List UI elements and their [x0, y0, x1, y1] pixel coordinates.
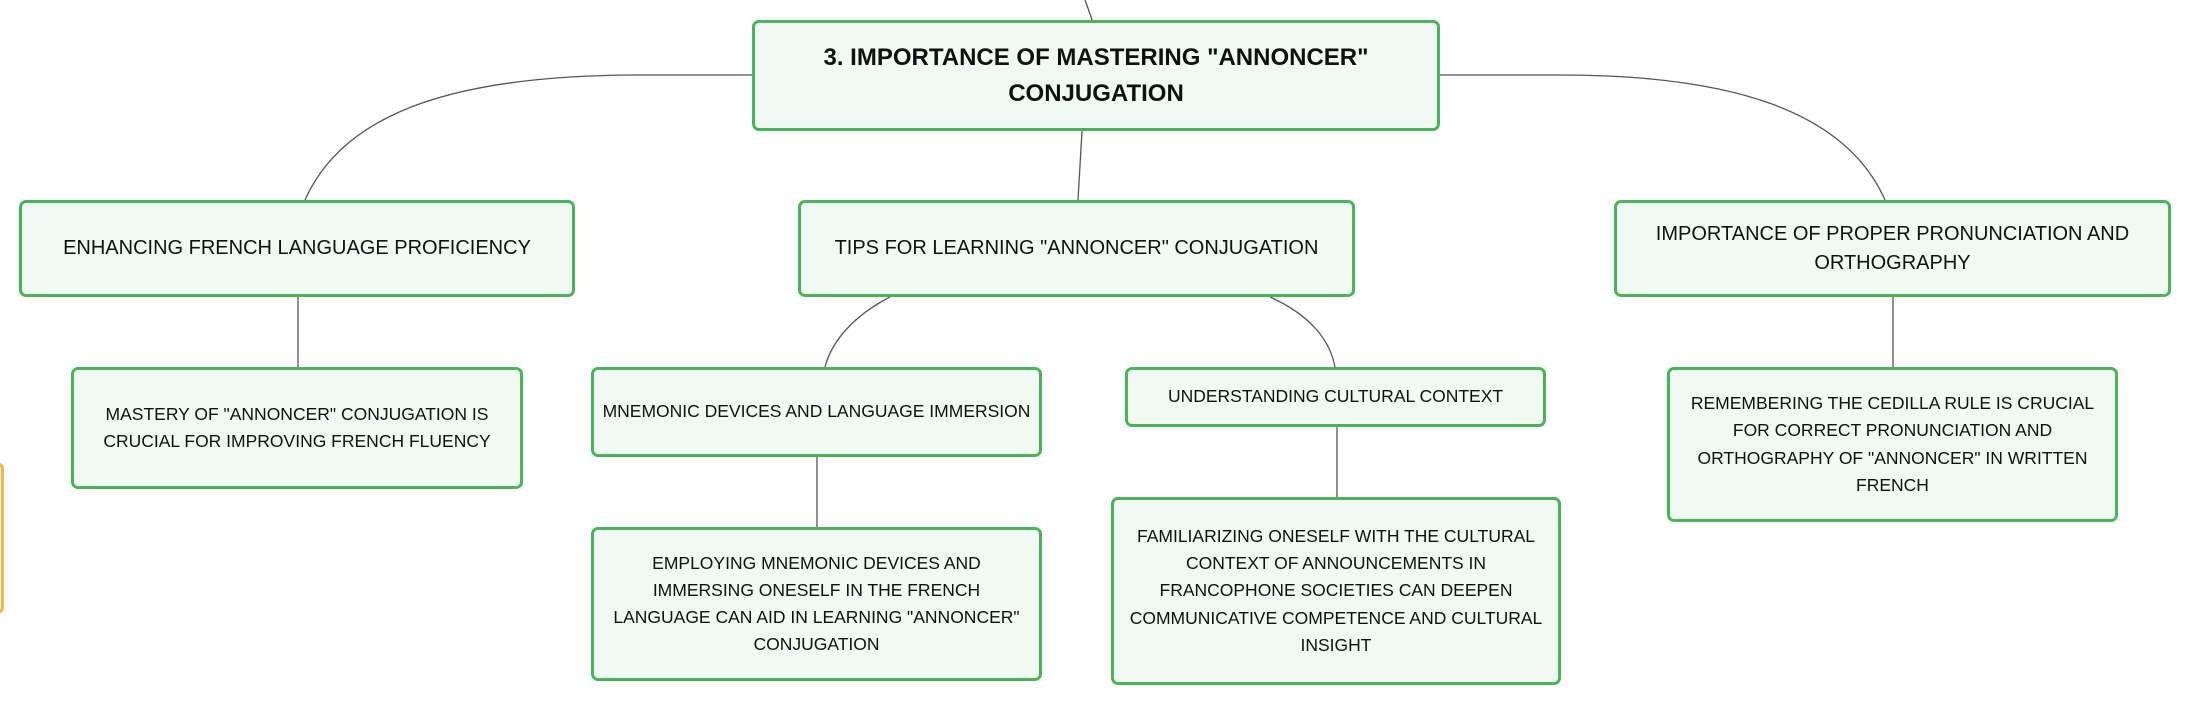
leaf-node-cedilla-rule[interactable]: REMEMBERING THE CEDILLA RULE IS CRUCIAL … — [1667, 367, 2118, 522]
leaf-label: EMPLOYING MNEMONIC DEVICES AND IMMERSING… — [613, 552, 1020, 655]
subbranch-label: UNDERSTANDING CULTURAL CONTEXT — [1167, 386, 1504, 407]
connector-root-to-enhancing — [304, 74, 752, 201]
root-topic-node[interactable]: 3. IMPORTANCE OF MASTERING "ANNONCER" CO… — [752, 20, 1440, 131]
branch-node-pronunciation-orthography[interactable]: IMPORTANCE OF PROPER PRONUNCIATION AND O… — [1614, 200, 2171, 297]
leaf-label: MASTERY OF "ANNONCER" CONJUGATION IS CRU… — [103, 403, 491, 451]
leaf-label: FAMILIARIZING ONESELF WITH THE CULTURAL … — [1129, 526, 1543, 655]
branch-node-tips-learning[interactable]: TIPS FOR LEARNING "ANNONCER" CONJUGATION — [798, 200, 1355, 297]
connector-tips-to-mnemonic — [824, 296, 891, 368]
branch-node-enhancing-proficiency[interactable]: ENHANCING FRENCH LANGUAGE PROFICIENCY — [19, 200, 575, 297]
leaf-node-mastery-fluency[interactable]: MASTERY OF "ANNONCER" CONJUGATION IS CRU… — [71, 367, 523, 489]
subbranch-node-cultural-context[interactable]: UNDERSTANDING CULTURAL CONTEXT — [1125, 367, 1546, 427]
subbranch-node-mnemonic-immersion[interactable]: MNEMONIC DEVICES AND LANGUAGE IMMERSION — [591, 367, 1042, 457]
branch-label: IMPORTANCE OF PROPER PRONUNCIATION AND O… — [1655, 222, 2130, 274]
subbranch-label: MNEMONIC DEVICES AND LANGUAGE IMMERSION — [602, 401, 1031, 422]
leaf-node-employing-mnemonic[interactable]: EMPLOYING MNEMONIC DEVICES AND IMMERSING… — [591, 527, 1042, 681]
leaf-node-familiarizing-cultural[interactable]: FAMILIARIZING ONESELF WITH THE CULTURAL … — [1111, 497, 1561, 685]
connector-root-to-pronunciation — [1440, 74, 1886, 201]
connector-tips-to-cultural — [1269, 296, 1336, 368]
collapsed-sibling-node-tab[interactable] — [0, 462, 4, 614]
connector-parent-to-root — [1084, 0, 1093, 21]
root-topic-label: 3. IMPORTANCE OF MASTERING "ANNONCER" CO… — [823, 43, 1369, 107]
connector-root-to-tips — [1077, 130, 1083, 201]
branch-label: ENHANCING FRENCH LANGUAGE PROFICIENCY — [63, 237, 531, 259]
leaf-label: REMEMBERING THE CEDILLA RULE IS CRUCIAL … — [1690, 393, 2095, 495]
branch-label: TIPS FOR LEARNING "ANNONCER" CONJUGATION — [834, 237, 1319, 259]
